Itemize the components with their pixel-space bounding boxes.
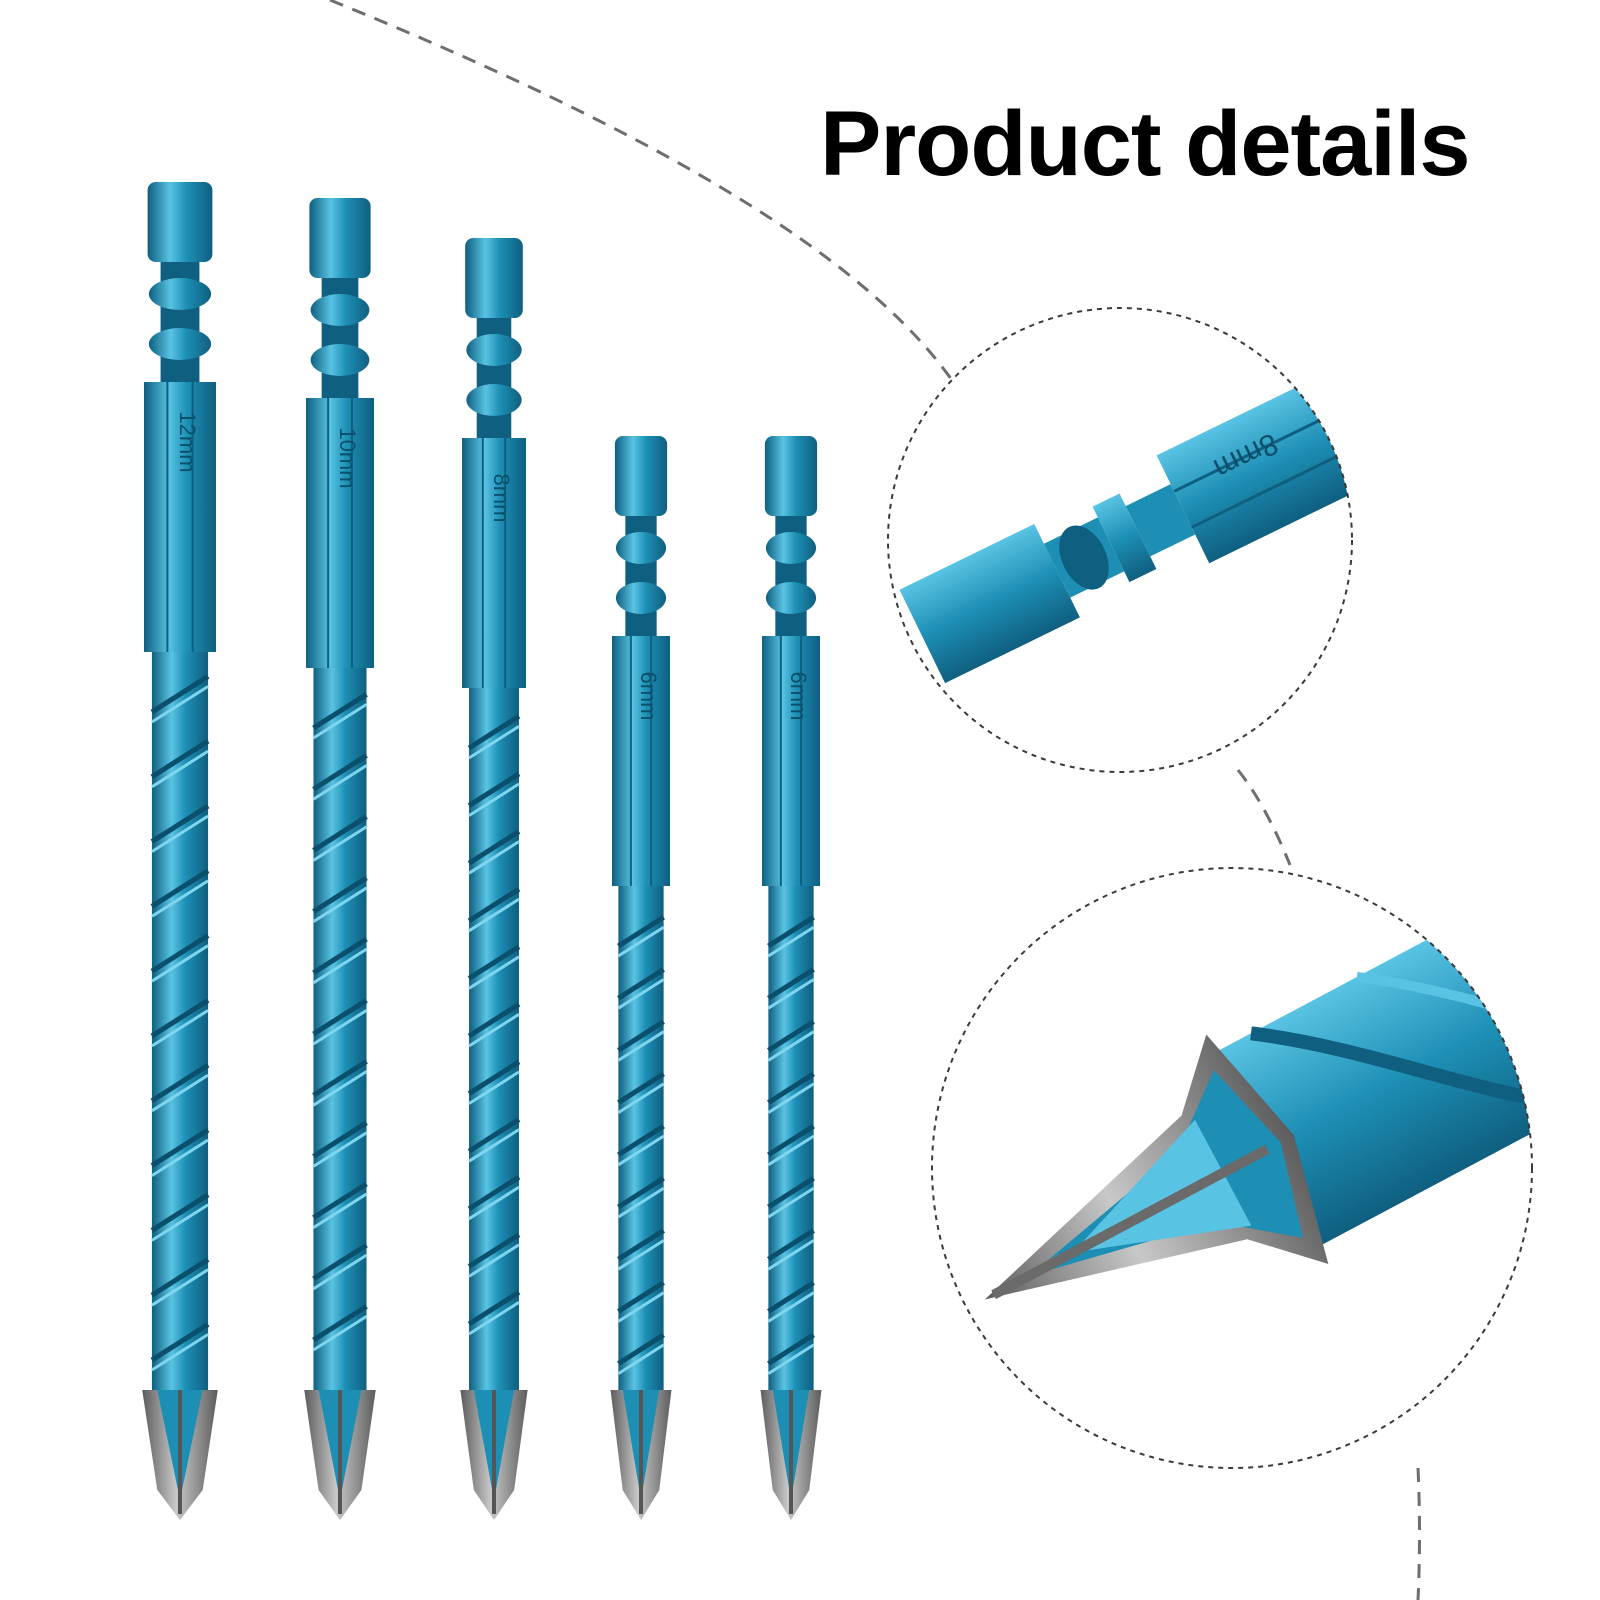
bit-size-label: 6mm [786,672,811,721]
zoom-circle-tip [931,867,1533,1469]
bit-size-label: 6mm [636,672,661,721]
page-title: Product details [820,93,1471,195]
drill-bit: 10mm [304,198,376,1520]
drill-bit: 6mm [760,436,822,1520]
drill-bit: 12mm [142,182,218,1520]
drill-bits-group: 12mm 10mm 8mm 6mm 6mm [142,182,822,1520]
dashed-arc-top [329,0,967,401]
bit-size-label: 8mm [489,474,514,523]
bit-size-label: 12mm [175,411,200,472]
dashed-arc-bottom [1416,1467,1421,1600]
drill-bit: 6mm [610,436,672,1520]
drill-bit: 8mm [460,238,528,1520]
dashed-arc-middle [1236,769,1292,866]
bit-size-label: 10mm [335,427,360,488]
zoom-circle-shank: 8mm [887,307,1353,773]
